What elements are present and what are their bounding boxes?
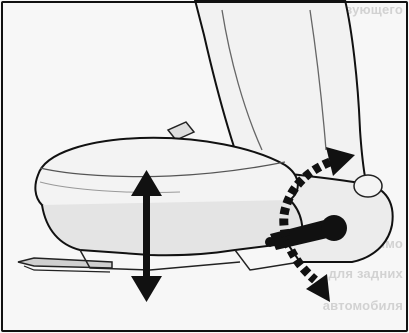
seat-cushion [35,138,302,270]
floor-rail [18,258,112,272]
